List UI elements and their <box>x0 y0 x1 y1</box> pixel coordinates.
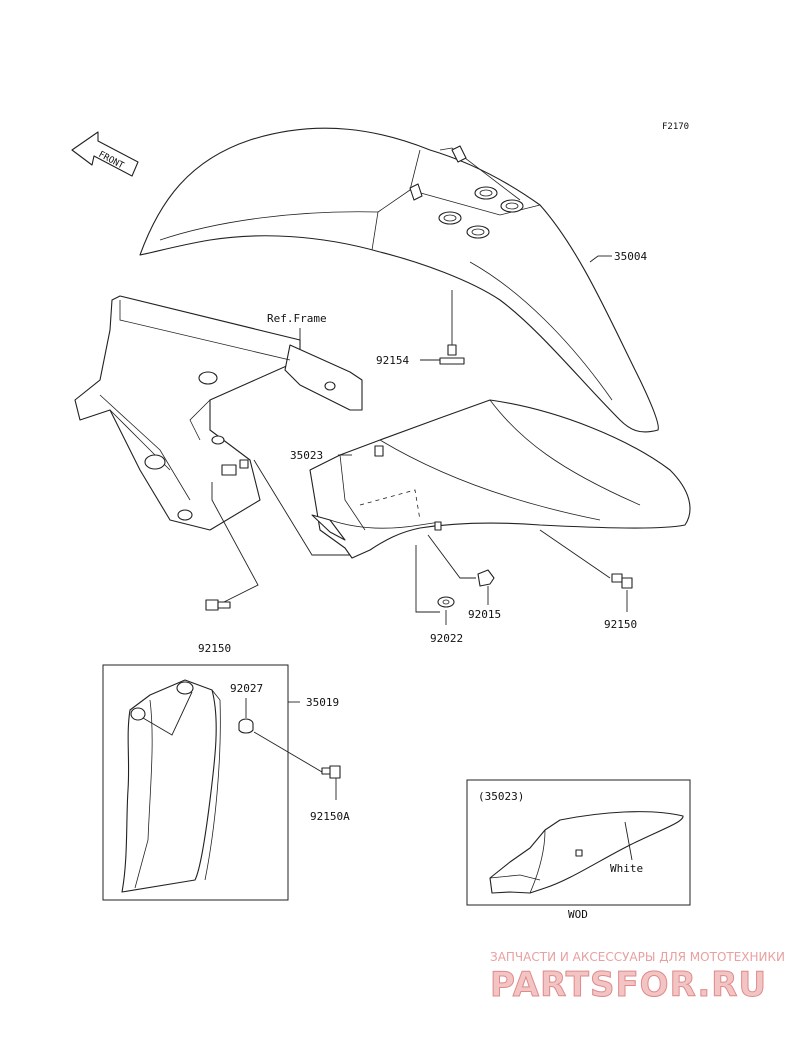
washer-nut-group <box>415 534 495 625</box>
inset-box <box>466 779 691 906</box>
front-arrow-icon: FRONT <box>71 131 139 177</box>
inset-color-note: White <box>610 862 643 875</box>
part-number-35023: 35023 <box>290 449 323 462</box>
guard-box <box>102 664 289 901</box>
figure-code: F2170 <box>662 122 689 132</box>
part-number-92015: 92015 <box>468 608 501 621</box>
inset-title: (35023) <box>478 790 524 803</box>
ref-frame-label: Ref.Frame <box>267 312 327 325</box>
bolt-92150-left <box>205 482 259 611</box>
bolt-92154 <box>439 290 465 365</box>
part-number-92150-left: 92150 <box>198 642 231 655</box>
part-number-35019: 35019 <box>306 696 339 709</box>
part-number-92150-right: 92150 <box>604 618 637 631</box>
frame-reference <box>74 295 363 531</box>
part-number-92154: 92154 <box>376 354 409 367</box>
grommet-92027 <box>238 698 254 734</box>
part-number-92027: 92027 <box>230 682 263 695</box>
guard-35019 <box>121 679 221 893</box>
watermark-brand: PARTSFOR.RU <box>490 965 767 1005</box>
connector-line <box>253 459 350 556</box>
front-fender-35004 <box>139 127 659 433</box>
inset-fender-white <box>489 811 684 894</box>
bolt-92150a <box>253 731 341 800</box>
part-number-92022: 92022 <box>430 632 463 645</box>
part-number-92150a: 92150A <box>310 810 350 823</box>
watermark-tagline: ЗАПЧАСТИ И АКСЕССУАРЫ ДЛЯ МОТОТЕХНИКИ <box>490 950 785 964</box>
part-number-35004: 35004 <box>614 250 647 263</box>
inset-caption: WOD <box>568 908 588 921</box>
lower-fender-35023 <box>309 399 691 559</box>
bolt-92150-right <box>539 529 633 612</box>
